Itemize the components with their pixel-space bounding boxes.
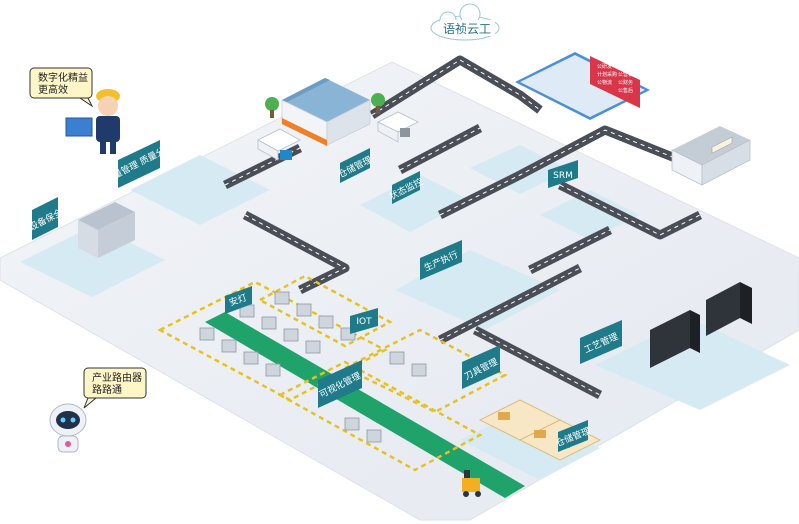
svg-text:公物流: 公物流	[597, 79, 612, 86]
dashboard-screen	[590, 56, 640, 108]
sign-srm: SRM	[548, 160, 578, 188]
svg-text:公营销: 公营销	[618, 71, 633, 78]
control-console	[78, 202, 135, 258]
warehouse-building	[265, 78, 385, 146]
worker-character: 数字化精益 更高效	[29, 67, 120, 154]
svg-text:IOT: IOT	[356, 317, 372, 327]
cloud-office	[515, 52, 650, 120]
zone-mes-office	[470, 145, 570, 194]
cnc-machines	[199, 291, 427, 443]
zone-srm	[540, 190, 640, 240]
svg-text:数字化精益: 数字化精益	[38, 71, 88, 84]
sign-andon: 安灯	[225, 286, 252, 314]
dashboard-screen-text: 公研发 计划采购 公物流 公营销 公财务 公售后	[597, 63, 633, 94]
zone-quality	[130, 155, 270, 225]
svg-text:更高效: 更高效	[38, 83, 68, 96]
svg-text:公研发: 公研发	[597, 63, 612, 70]
svg-text:语祯云工: 语祯云工	[443, 22, 491, 36]
office-building	[671, 126, 751, 186]
svg-text:路路通: 路路通	[92, 383, 122, 396]
svg-text:SRM: SRM	[553, 171, 573, 181]
svg-text:公财务: 公财务	[618, 79, 633, 86]
svg-text:公售后: 公售后	[618, 87, 633, 94]
zone-status	[360, 175, 470, 232]
truck-left	[257, 128, 301, 161]
robot-character: 产业路由器 路路通	[49, 367, 147, 453]
cloud-badge: 语祯云工	[430, 3, 500, 41]
svg-text:计划采购: 计划采购	[597, 71, 617, 78]
svg-text:产业路由器: 产业路由器	[92, 371, 142, 384]
machine-zones	[157, 274, 508, 472]
forklift	[462, 470, 481, 497]
road-markings	[224, 59, 701, 396]
production-green-strip	[205, 312, 525, 498]
sign-iot: IOT	[350, 308, 378, 334]
truck-right	[377, 111, 419, 143]
server-racks	[650, 282, 752, 368]
zone-process	[595, 318, 790, 410]
